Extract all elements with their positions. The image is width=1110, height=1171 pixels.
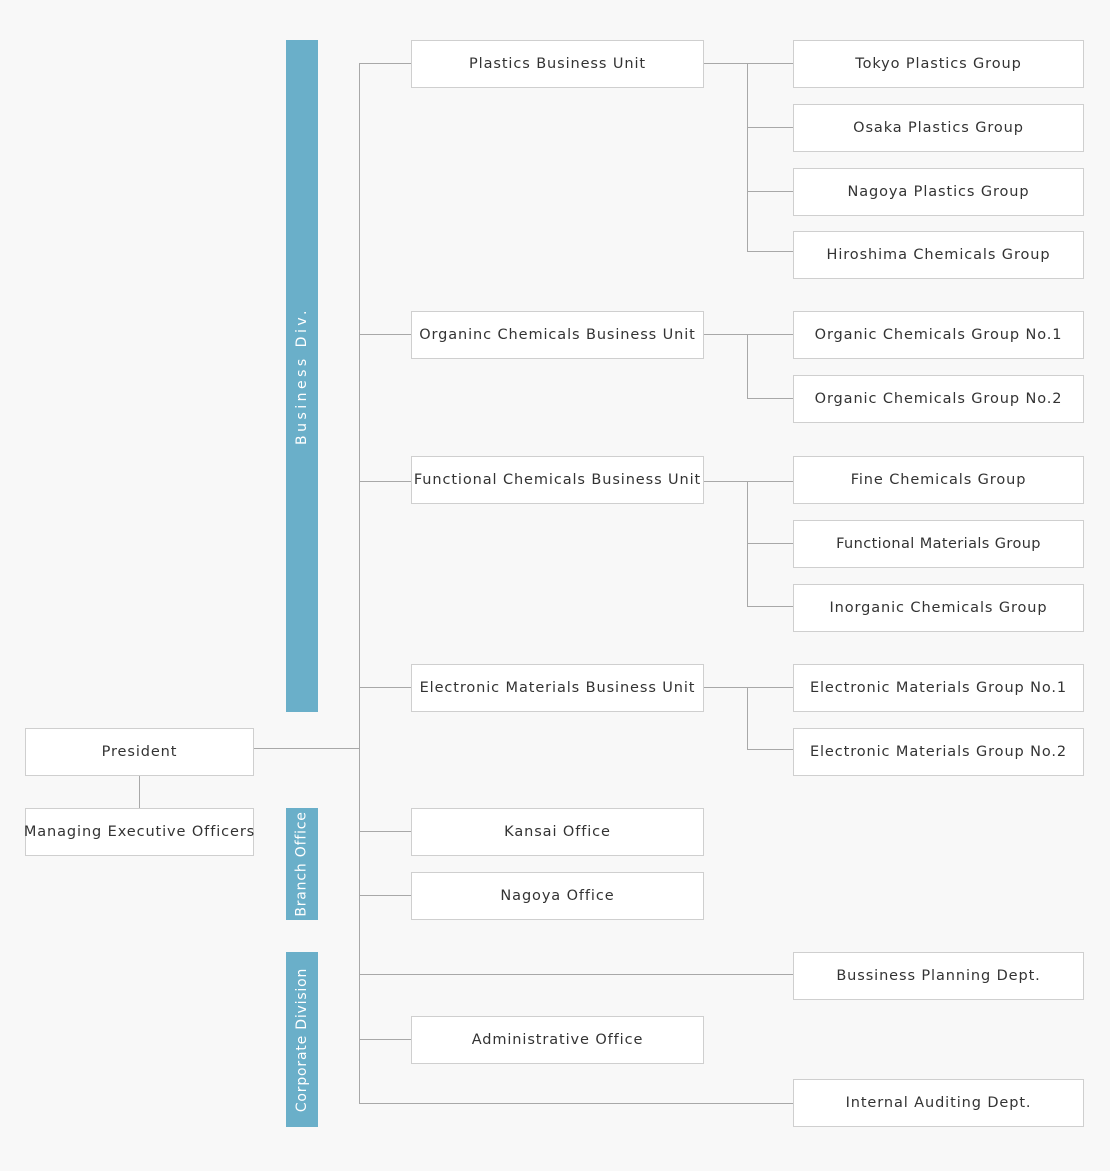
connector-line (747, 606, 793, 607)
connector-line (747, 481, 748, 607)
connector-line (747, 127, 793, 128)
connector-line (359, 1039, 411, 1040)
connector-line (359, 334, 411, 335)
corporate-division-band: Corporate Division (286, 952, 318, 1127)
functional-materials-group-box: Functional Materials Group (793, 520, 1084, 568)
electronic-materials-business-unit-box: Electronic Materials Business Unit (411, 664, 704, 712)
electronic-materials-group-2-box: Electronic Materials Group No.2 (793, 728, 1084, 776)
connector-line (747, 687, 748, 750)
connector-line (703, 687, 793, 688)
internal-auditing-dept-box: Internal Auditing Dept. (793, 1079, 1084, 1127)
connector-line (359, 895, 411, 896)
kansai-office-box: Kansai Office (411, 808, 704, 856)
business-planning-dept-box: Bussiness Planning Dept. (793, 952, 1084, 1000)
connector-line (747, 191, 793, 192)
business-division-band: Business Div. (286, 40, 318, 712)
president-box: President (25, 728, 254, 776)
connector-line (139, 775, 140, 808)
connector-line (703, 334, 793, 335)
connector-line (253, 748, 360, 749)
managing-executive-officers-box: Managing Executive Officers (24, 808, 254, 856)
connector-line (747, 749, 793, 750)
tokyo-plastics-group-box: Tokyo Plastics Group (793, 40, 1084, 88)
nagoya-office-box: Nagoya Office (411, 872, 704, 920)
fine-chemicals-group-box: Fine Chemicals Group (793, 456, 1084, 504)
organic-chemicals-group-2-box: Organic Chemicals Group No.2 (793, 375, 1084, 423)
connector-line (359, 831, 411, 832)
connector-line (747, 334, 748, 399)
electronic-materials-group-1-box: Electronic Materials Group No.1 (793, 664, 1084, 712)
connector-line (359, 1103, 793, 1104)
connector-line (703, 481, 793, 482)
connector-line (359, 687, 411, 688)
hiroshima-chemicals-group-box: Hiroshima Chemicals Group (793, 231, 1084, 279)
connector-line (747, 251, 793, 252)
osaka-plastics-group-box: Osaka Plastics Group (793, 104, 1084, 152)
corporate-division-label: Corporate Division (294, 967, 310, 1112)
connector-line (747, 63, 748, 252)
inorganic-chemicals-group-box: Inorganic Chemicals Group (793, 584, 1084, 632)
connector-line (359, 63, 360, 1104)
connector-line (359, 481, 411, 482)
business-division-label: Business Div. (294, 306, 311, 446)
plastics-business-unit-box: Plastics Business Unit (411, 40, 704, 88)
functional-chemicals-business-unit-box: Functional Chemicals Business Unit (411, 456, 704, 504)
connector-line (747, 543, 793, 544)
connector-line (703, 63, 793, 64)
nagoya-plastics-group-box: Nagoya Plastics Group (793, 168, 1084, 216)
organic-chemicals-business-unit-box: Organinc Chemicals Business Unit (411, 311, 704, 359)
connector-line (359, 63, 411, 64)
connector-line (359, 974, 793, 975)
branch-office-label: Branch Office (294, 811, 310, 917)
branch-office-band: Branch Office (286, 808, 318, 920)
administrative-office-box: Administrative Office (411, 1016, 704, 1064)
connector-line (747, 398, 793, 399)
organic-chemicals-group-1-box: Organic Chemicals Group No.1 (793, 311, 1084, 359)
